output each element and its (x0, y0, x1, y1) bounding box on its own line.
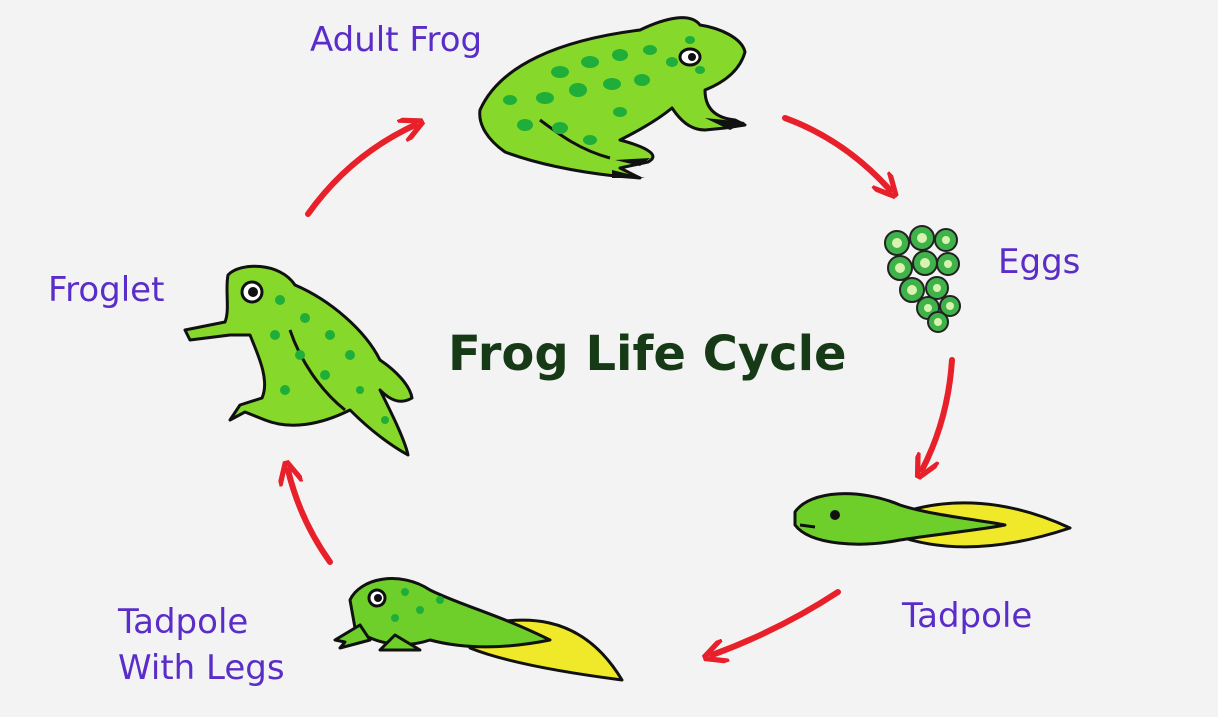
eggs-illustration (884, 225, 961, 333)
arrow-eggs-to-tadpole (922, 357, 955, 470)
adult-frog-illustration (478, 16, 747, 180)
arrow-adult-to-eggs (782, 115, 890, 190)
stage-label-adult-frog: Adult Frog (310, 20, 483, 60)
tadpole-with-legs-illustration (333, 577, 624, 682)
stage-label-tadpole-with-legs-line2: With Legs (118, 648, 285, 688)
tadpole-illustration (793, 492, 1072, 549)
stage-label-froglet: Froglet (48, 270, 165, 310)
arrow-froglet-to-adult (305, 125, 415, 217)
diagram-title: Frog Life Cycle (448, 326, 847, 382)
froglet-illustration (183, 264, 414, 457)
cycle-arrows (288, 115, 955, 655)
stage-label-eggs: Eggs (998, 242, 1081, 282)
arrow-legs-to-froglet (288, 470, 333, 565)
stage-label-tadpole-with-legs-line1: Tadpole (118, 602, 249, 642)
arrow-tadpole-to-legs (712, 589, 841, 655)
stage-label-tadpole: Tadpole (902, 596, 1033, 636)
